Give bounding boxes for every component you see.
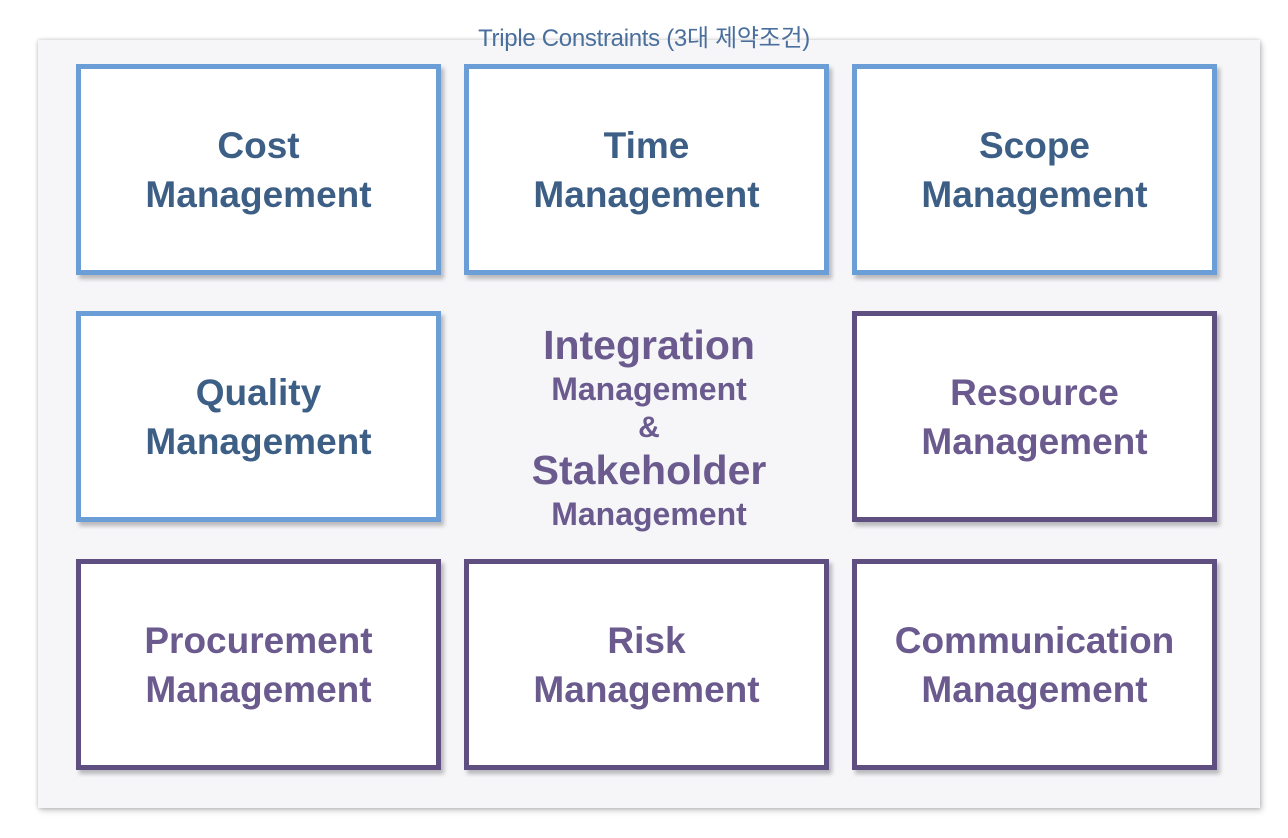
time-management-label-line2: Management	[533, 173, 760, 215]
communication-management-label-line2: Management	[921, 668, 1148, 710]
resource-management-box: Resource Management	[852, 311, 1217, 522]
quality-management-label-line1: Quality	[195, 371, 322, 413]
time-management-box: Time Management	[464, 64, 829, 275]
procurement-management-box: Procurement Management	[76, 559, 441, 770]
quality-management-box: Quality Management	[76, 311, 441, 522]
risk-management-label-line1: Risk	[607, 619, 686, 661]
risk-management-box: Risk Management	[464, 559, 829, 770]
cost-management-label-line1: Cost	[217, 124, 300, 166]
integration-label: Integration	[543, 321, 755, 368]
integration-stakeholder-center: Integration Management & Stakeholder Man…	[470, 310, 828, 545]
quality-management-label-line2: Management	[145, 420, 372, 462]
risk-management-label-line2: Management	[533, 668, 760, 710]
stakeholder-management-label: Management	[551, 495, 747, 532]
procurement-management-label-line2: Management	[145, 668, 372, 710]
procurement-management-label-line1: Procurement	[144, 619, 373, 661]
communication-management-box: Communication Management	[852, 559, 1217, 770]
scope-management-label-line2: Management	[921, 173, 1148, 215]
communication-management-label-line1: Communication	[894, 619, 1175, 661]
time-management-label-line1: Time	[603, 124, 690, 166]
resource-management-label-line2: Management	[921, 420, 1148, 462]
stakeholder-label: Stakeholder	[531, 446, 767, 493]
cost-management-label-line2: Management	[145, 173, 372, 215]
diagram-title: Triple Constraints (3대 제약조건)	[478, 25, 810, 52]
cost-management-box: Cost Management	[76, 64, 441, 275]
scope-management-box: Scope Management	[852, 64, 1217, 275]
resource-management-label-line1: Resource	[950, 371, 1119, 413]
integration-management-label: Management	[551, 370, 747, 407]
scope-management-label-line1: Scope	[978, 124, 1091, 166]
ampersand-label: &	[638, 410, 660, 444]
